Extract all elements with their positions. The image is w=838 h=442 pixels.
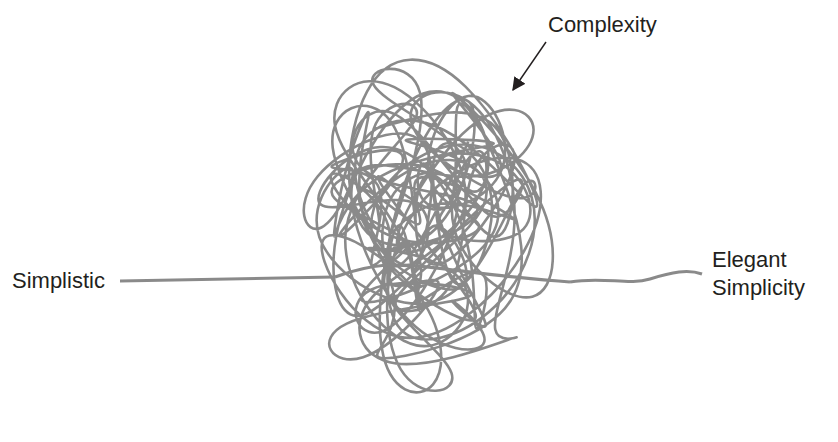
leader-arrow (513, 42, 546, 90)
tangle-scribble (304, 60, 570, 393)
tangle-core-strand (335, 265, 570, 282)
complexity-label: Complexity (548, 11, 657, 39)
simplistic-line (120, 277, 335, 281)
elegant-simplicity-label: Elegant Simplicity (712, 246, 832, 302)
elegant-line (570, 272, 702, 282)
tangle-path (304, 60, 553, 393)
simplistic-label: Simplistic (12, 267, 105, 295)
